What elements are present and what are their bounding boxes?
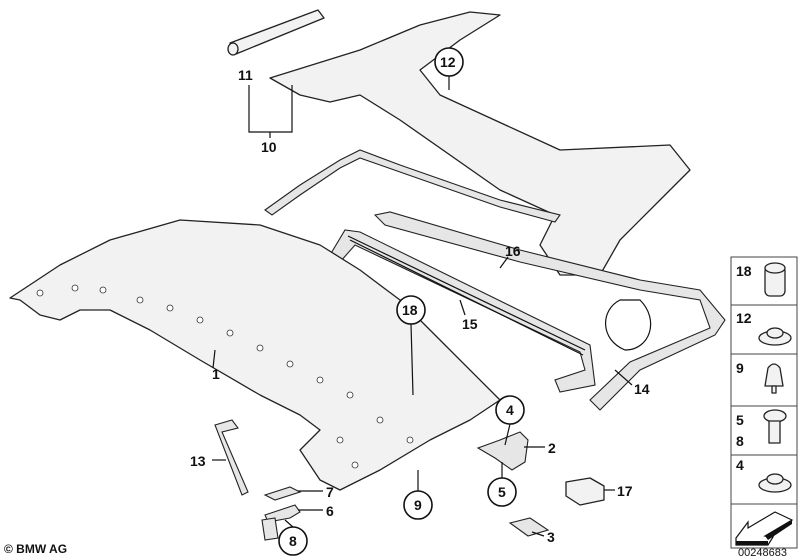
callout-11: 11 xyxy=(238,67,253,83)
callout-9: 9 xyxy=(414,497,422,513)
legend-label-9: 9 xyxy=(736,360,744,376)
part-seal-strip xyxy=(264,149,561,223)
detail-circle xyxy=(605,299,652,351)
callout-17: 17 xyxy=(617,483,633,499)
legend-label-4: 4 xyxy=(736,457,744,473)
callout-8: 8 xyxy=(289,533,297,549)
part-7 xyxy=(263,486,302,501)
part-12-headliner xyxy=(269,11,691,276)
callout-2: 2 xyxy=(548,440,556,456)
callout-15: 15 xyxy=(462,316,478,332)
callout-1: 1 xyxy=(212,366,220,382)
part-17-block xyxy=(565,477,605,506)
copyright: © BMW AG xyxy=(4,542,67,556)
sleeve-nut-icon xyxy=(764,262,786,297)
callout-3: 3 xyxy=(547,529,555,545)
callout-14: 14 xyxy=(634,381,650,397)
diagram-number: 00248683 xyxy=(738,547,787,559)
legend-label-12: 12 xyxy=(736,310,752,326)
callout-16: 16 xyxy=(505,243,521,259)
leader-lines xyxy=(212,76,633,537)
hex-flange-nut-icon xyxy=(758,327,792,346)
callout-18: 18 xyxy=(402,302,418,318)
part-14-trim xyxy=(373,211,726,411)
screw-icon xyxy=(763,409,787,444)
part-8-bracket xyxy=(261,517,279,541)
callout-18-circle xyxy=(396,295,426,325)
callout-12-circle xyxy=(434,47,464,77)
callout-7: 7 xyxy=(326,484,334,500)
callout-12: 12 xyxy=(440,54,456,70)
callout-10: 10 xyxy=(261,139,277,155)
callout-5: 5 xyxy=(498,484,506,500)
fastener-legend-panel: 18 12 9 5 8 4 xyxy=(730,256,798,549)
callout-4: 4 xyxy=(506,402,514,418)
callout-13: 13 xyxy=(190,453,206,469)
legend-label-5: 5 xyxy=(736,412,744,428)
part-15-16-rails xyxy=(329,229,596,393)
part-1-clip-holes xyxy=(36,284,414,469)
legend-label-18: 18 xyxy=(736,263,752,279)
callout-5-circle xyxy=(487,477,517,507)
callout-4-circle xyxy=(495,395,525,425)
direction-arrow-icon xyxy=(735,511,794,546)
part-13-bracket xyxy=(214,419,249,496)
legend-label-8: 8 xyxy=(736,433,744,449)
rubber-buffer-icon xyxy=(764,363,784,394)
part-1-headliner-panel xyxy=(9,219,501,491)
part-3-pad xyxy=(508,517,550,537)
callout-9-circle xyxy=(403,490,433,520)
callout-6: 6 xyxy=(326,503,334,519)
hex-flange-nut-icon xyxy=(758,473,792,493)
part-2-bracket xyxy=(476,431,529,471)
part-11-tube xyxy=(227,9,325,56)
callout-8-circle xyxy=(278,526,308,556)
